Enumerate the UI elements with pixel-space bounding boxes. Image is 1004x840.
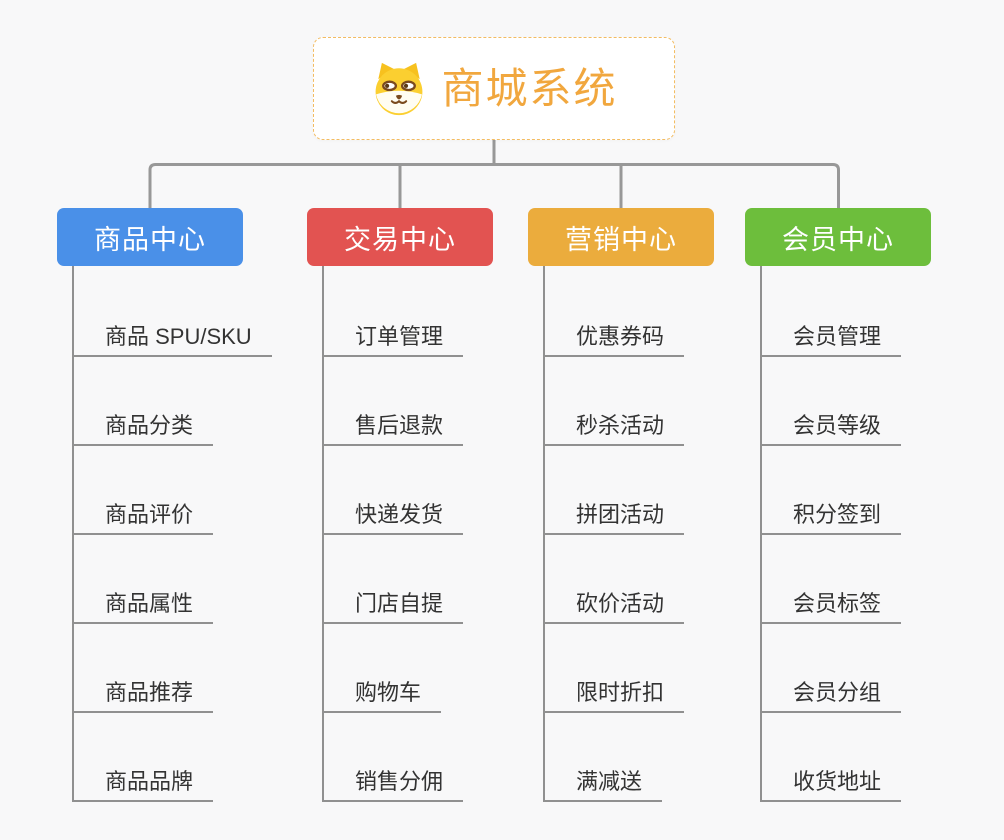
leaf-node[interactable]: 销售分佣 bbox=[322, 768, 464, 802]
dog-face-icon bbox=[370, 62, 428, 116]
branch-node-product-center[interactable]: 商品中心 bbox=[57, 208, 243, 266]
branch-node-marketing-center[interactable]: 营销中心 bbox=[528, 208, 714, 266]
leaf-node[interactable]: 快递发货 bbox=[322, 501, 464, 535]
leaf-node[interactable]: 拼团活动 bbox=[543, 501, 685, 535]
leaf-node[interactable]: 收货地址 bbox=[760, 768, 902, 802]
leaf-node[interactable]: 优惠券码 bbox=[543, 323, 685, 357]
leaf-node[interactable]: 限时折扣 bbox=[543, 679, 685, 713]
leaf-node[interactable]: 积分签到 bbox=[760, 501, 902, 535]
root-node-title: 商城系统 bbox=[441, 64, 618, 112]
leaf-node[interactable]: 门店自提 bbox=[322, 590, 464, 624]
leaf-node[interactable]: 会员分组 bbox=[760, 679, 902, 713]
leaf-node[interactable]: 商品分类 bbox=[72, 412, 214, 446]
leaf-node[interactable]: 会员管理 bbox=[760, 323, 902, 357]
branch-node-member-center[interactable]: 会员中心 bbox=[745, 208, 931, 266]
leaf-node[interactable]: 售后退款 bbox=[322, 412, 464, 446]
leaf-node[interactable]: 砍价活动 bbox=[543, 590, 685, 624]
leaf-node[interactable]: 商品属性 bbox=[72, 590, 214, 624]
leaf-node[interactable]: 商品 SPU/SKU bbox=[72, 323, 272, 357]
leaf-node[interactable]: 秒杀活动 bbox=[543, 412, 685, 446]
root-node[interactable]: 商城系统 bbox=[313, 37, 675, 140]
leaf-node[interactable]: 商品评价 bbox=[72, 501, 214, 535]
branch-node-trade-center[interactable]: 交易中心 bbox=[307, 208, 493, 266]
leaf-node[interactable]: 商品推荐 bbox=[72, 679, 214, 713]
leaf-node[interactable]: 会员标签 bbox=[760, 590, 902, 624]
leaf-node[interactable]: 满减送 bbox=[543, 768, 663, 802]
leaf-node[interactable]: 会员等级 bbox=[760, 412, 902, 446]
leaf-node[interactable]: 商品品牌 bbox=[72, 768, 214, 802]
leaf-node[interactable]: 订单管理 bbox=[322, 323, 464, 357]
leaf-node[interactable]: 购物车 bbox=[322, 679, 442, 713]
